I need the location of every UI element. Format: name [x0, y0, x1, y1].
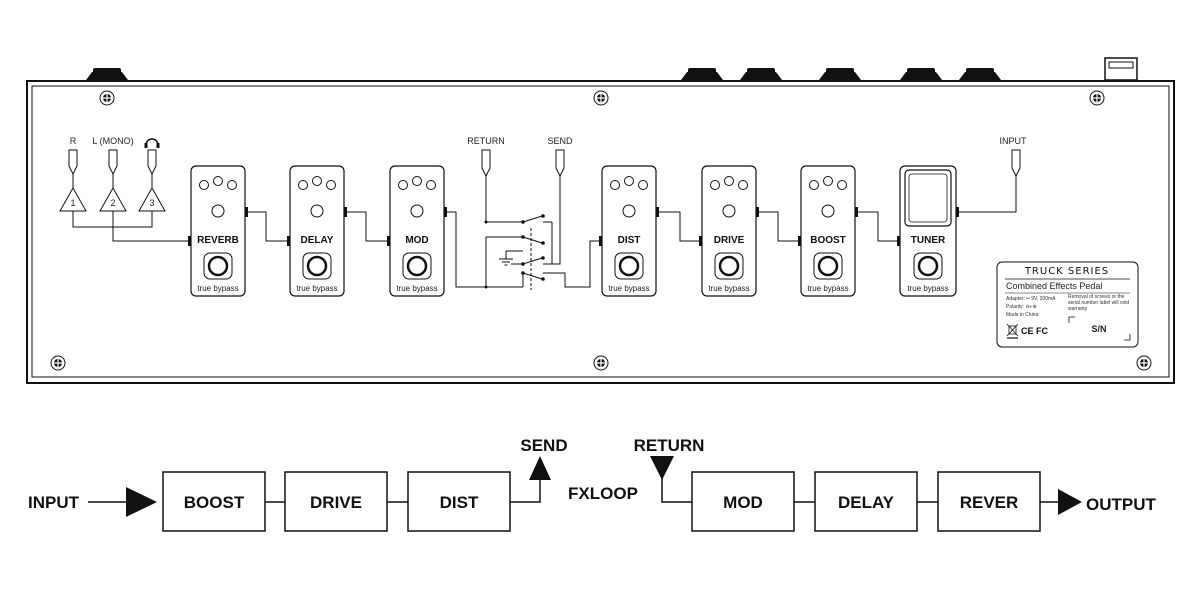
- arrow-up-icon: [529, 456, 551, 480]
- usb-port: [1104, 57, 1138, 81]
- top-jacks: [86, 57, 1138, 81]
- product-name: Combined Effects Pedal: [1006, 281, 1102, 291]
- pedal-footer: true bypass: [907, 284, 948, 293]
- pedal-footer: true bypass: [396, 284, 437, 293]
- pedal-footer: true bypass: [708, 284, 749, 293]
- flow-block-label: BOOST: [184, 493, 245, 512]
- pedal-name: DIST: [618, 235, 641, 246]
- effect-jack: [900, 68, 942, 80]
- pedal-footer: true bypass: [296, 284, 337, 293]
- effect-jack: [959, 68, 1001, 80]
- input-jack: INPUT: [1000, 136, 1028, 178]
- flow-block-delay: DELAY: [814, 471, 918, 532]
- signal-flow-diagram: INPUT BOOST DRIVE DIST SEND FXLOOP RETUR…: [28, 436, 1157, 532]
- pedal-drive[interactable]: DRIVE true bypass: [701, 165, 757, 297]
- pedal-footer: true bypass: [807, 284, 848, 293]
- pedal-jack-nubs: [188, 207, 959, 246]
- pedal-name: BOOST: [810, 235, 846, 246]
- return-label: RETURN: [467, 136, 505, 146]
- pedal-name: MOD: [405, 235, 428, 246]
- flow-fxloop-label: FXLOOP: [568, 484, 638, 503]
- tuner-display: [904, 169, 952, 227]
- contact-dots: [484, 214, 545, 289]
- adapter-spec: Adapter: ═ 9V, 300mA: [1006, 296, 1056, 302]
- brand-name: TRUCK SERIES: [1024, 266, 1109, 277]
- input-label: INPUT: [1000, 136, 1028, 146]
- effect-jack: [681, 68, 723, 80]
- screw-icon: [1089, 90, 1105, 106]
- effect-jack: [740, 68, 782, 80]
- serial-info-label: TRUCK SERIES Combined Effects Pedal Adap…: [996, 261, 1139, 348]
- pedal-name: DRIVE: [714, 235, 745, 246]
- pedal-reverb[interactable]: REVERB true bypass: [190, 165, 246, 297]
- warranty-warning: Removal of screws or the serial number l…: [1068, 294, 1130, 312]
- flow-block-label: DELAY: [838, 493, 895, 512]
- screw-icon: [1136, 355, 1152, 371]
- flow-block-dist: DIST: [407, 471, 511, 532]
- output-number: 1: [70, 198, 75, 208]
- pedal-delay[interactable]: DELAY true bypass: [289, 165, 345, 297]
- pedal-wiring: [248, 176, 1017, 242]
- flow-block-rever: REVER: [937, 471, 1041, 532]
- pedal-name: REVERB: [197, 235, 239, 246]
- pedal-mod[interactable]: MOD true bypass: [389, 165, 445, 297]
- effect-jack: [819, 68, 861, 80]
- polarity-spec: Polarity: ⊖◐⊕: [1006, 304, 1037, 310]
- power-jack: [86, 68, 128, 80]
- made-in: Made in China: [1006, 312, 1038, 318]
- flow-block-boost: BOOST: [162, 471, 266, 532]
- output-number: 3: [149, 198, 154, 208]
- flow-block-label: REVER: [960, 493, 1019, 512]
- pedal-footer: true bypass: [608, 284, 649, 293]
- pedal-footer: true bypass: [197, 284, 238, 293]
- jack-label-l-mono: L (MONO): [92, 136, 133, 146]
- ground-icon: [499, 251, 513, 266]
- screw-icon: [593, 90, 609, 106]
- pedal-dist[interactable]: DIST true bypass: [601, 165, 657, 297]
- flow-block-drive: DRIVE: [284, 471, 388, 532]
- warranty-warning-box: Removal of screws or the serial number l…: [1068, 294, 1130, 312]
- case-screws: [50, 90, 1152, 371]
- headphone-icon: [144, 138, 160, 148]
- flow-block-label: DIST: [440, 493, 479, 512]
- pedal-name: TUNER: [911, 235, 946, 246]
- output-jacks: R L (MONO) 1 2 3: [59, 136, 191, 242]
- output-number: 2: [110, 198, 115, 208]
- flow-output-label: OUTPUT: [1086, 495, 1157, 514]
- pedal-tuner[interactable]: TUNER true bypass: [899, 165, 957, 297]
- jack-label-r: R: [70, 136, 77, 146]
- pedal-name: DELAY: [301, 235, 334, 246]
- arrow-right-icon: [126, 487, 157, 517]
- screw-icon: [99, 90, 115, 106]
- serial-number-label: S/N: [1091, 324, 1106, 334]
- arrow-right-icon: [1058, 489, 1082, 515]
- screw-icon: [50, 355, 66, 371]
- flow-block-mod: MOD: [691, 471, 795, 532]
- screw-icon: [593, 355, 609, 371]
- fx-loop-jacks: RETURN SEND: [467, 136, 573, 178]
- pedal-boost[interactable]: BOOST true bypass: [800, 165, 856, 297]
- flow-return-label: RETURN: [634, 436, 705, 455]
- flow-block-label: MOD: [723, 493, 763, 512]
- arrow-down-icon: [650, 456, 674, 480]
- weee-bin-icon: [1006, 323, 1019, 339]
- certification-marks: CE FC: [1021, 326, 1049, 336]
- flow-block-label: DRIVE: [310, 493, 362, 512]
- flow-send-label: SEND: [520, 436, 567, 455]
- send-label: SEND: [547, 136, 573, 146]
- flow-input-label: INPUT: [28, 493, 80, 512]
